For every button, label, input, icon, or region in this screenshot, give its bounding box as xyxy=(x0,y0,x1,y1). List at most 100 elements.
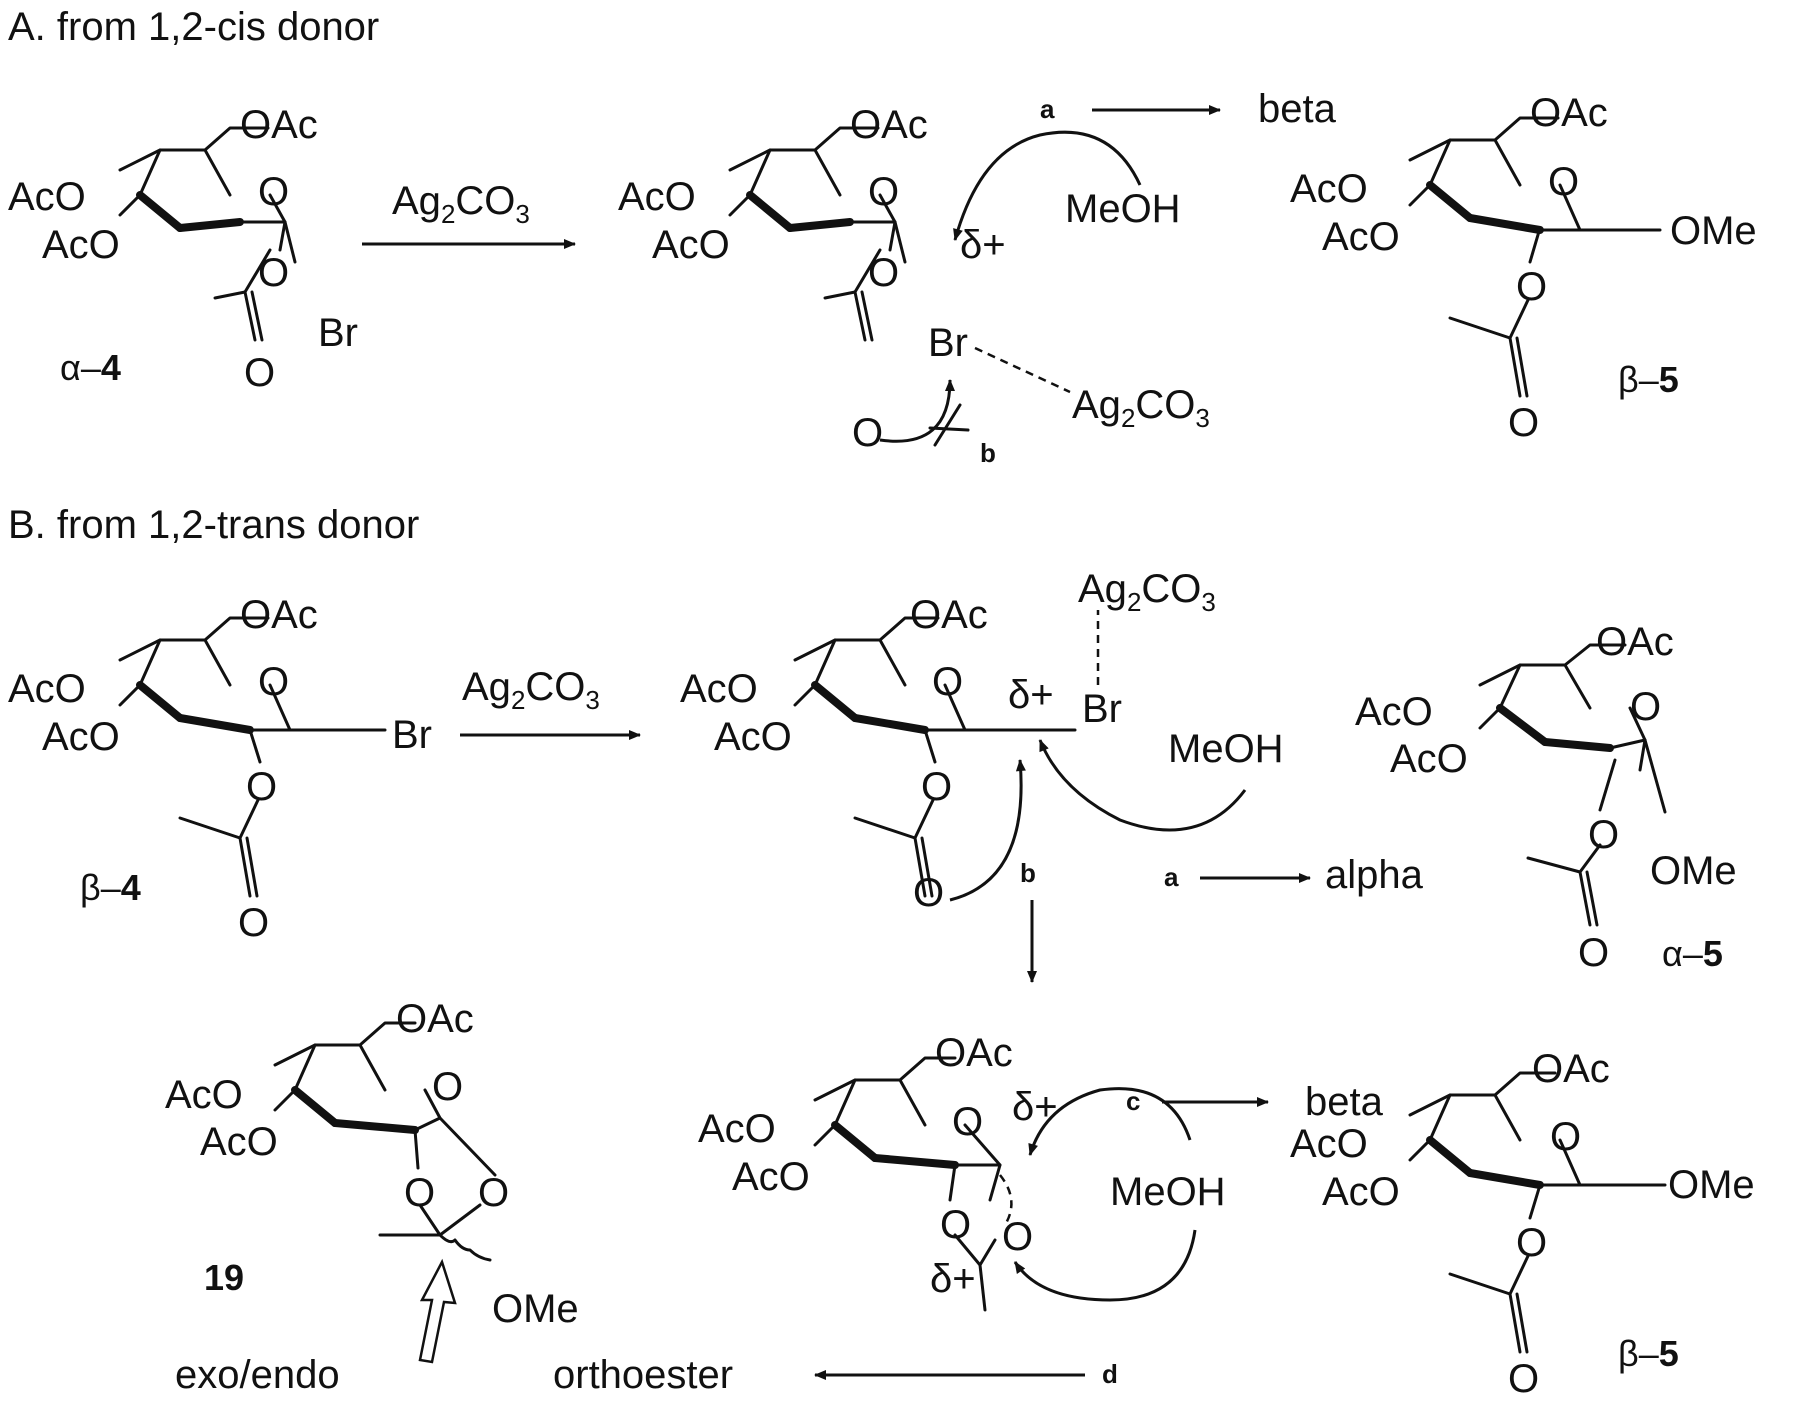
alpha-5-product: O OAc AcO AcO O O OMe α–5 xyxy=(1355,620,1737,975)
o-2: O xyxy=(1516,265,1547,309)
oac-6: OAc xyxy=(1532,1047,1610,1091)
path-d-label: d xyxy=(1102,1359,1118,1389)
aco-4: AcO xyxy=(1290,167,1368,211)
oac-6: OAc xyxy=(396,997,474,1041)
ring-o-1: O xyxy=(478,1171,509,1215)
meoh-attack-arrow-a xyxy=(953,130,1142,241)
aco-4: AcO xyxy=(680,667,758,711)
aco-3: AcO xyxy=(652,223,730,267)
reagent-ag2co3: Ag2CO3 xyxy=(1078,567,1216,617)
anomeric-br: Br xyxy=(318,311,358,355)
outcome-exo-endo: exo/endo xyxy=(175,1353,340,1397)
anomeric-ome: OMe xyxy=(1668,1163,1755,1207)
neighboring-attack-arrow xyxy=(949,759,1026,902)
oac-6: OAc xyxy=(1596,620,1674,664)
dioxolenium-intermediate: O OAc AcO AcO O O δ+ δ+ MeOH c beta d or… xyxy=(553,1031,1384,1397)
ring-oxygen: O xyxy=(1548,160,1579,204)
oac-6: OAc xyxy=(910,593,988,637)
aco-3: AcO xyxy=(1322,1170,1400,1214)
ring-oxygen: O xyxy=(1550,1115,1581,1159)
beta-5-product-b: O OAc AcO AcO O O OMe β–5 xyxy=(1290,1047,1755,1401)
aco-3: AcO xyxy=(42,715,120,759)
ring-oxygen: O xyxy=(1630,685,1661,729)
compound-label-beta-5-b: β–5 xyxy=(1618,1333,1679,1374)
compound-label-alpha-5: α–5 xyxy=(1662,933,1723,974)
carbonyl-o: O xyxy=(1508,401,1539,445)
aco-3: AcO xyxy=(200,1120,278,1164)
aco-3: AcO xyxy=(714,715,792,759)
carbonyl-o: O xyxy=(852,411,883,455)
compound-label-beta-4: β–4 xyxy=(80,867,141,908)
oac-6: OAc xyxy=(850,103,928,147)
ring-oxygen: O xyxy=(868,170,899,214)
beta-4-donor-structure: O OAc AcO AcO O O Br β–4 xyxy=(8,593,432,945)
o-2: O xyxy=(258,251,289,295)
compound-label-19: 19 xyxy=(204,1257,244,1298)
intermediate-b-structure: O OAc AcO AcO O O δ+ Br Ag2CO3 MeOH b a … xyxy=(680,567,1424,983)
oac-6: OAc xyxy=(935,1031,1013,1075)
path-b-label-a: b xyxy=(980,438,996,468)
ring-oxygen: O xyxy=(932,660,963,704)
intermediate-a-structure: O OAc AcO AcO O O δ+ Br Ag2CO3 b MeOH a … xyxy=(618,87,1337,468)
ring-o-2: O xyxy=(940,1203,971,1247)
reagent-ag2co3-a: Ag2CO3 xyxy=(392,179,530,229)
reagent-ag2co3-b: Ag2CO3 xyxy=(462,665,600,715)
oac-6: OAc xyxy=(1530,91,1608,135)
o-2: O xyxy=(868,251,899,295)
path-b-label-b: b xyxy=(1020,858,1036,888)
meoh-c: MeOH xyxy=(1110,1170,1226,1214)
beta-5-product-a: O OAc AcO AcO O O OMe β–5 xyxy=(1290,91,1757,445)
o-2: O xyxy=(921,765,952,809)
outcome-alpha: alpha xyxy=(1325,853,1424,897)
aco-4: AcO xyxy=(1290,1122,1368,1166)
blocked-cross xyxy=(928,403,970,447)
o-2: O xyxy=(1516,1221,1547,1265)
meoh-attack-arrow-c xyxy=(1028,1087,1192,1156)
anomeric-ome: OMe xyxy=(1670,209,1757,253)
carbonyl-o: O xyxy=(1578,931,1609,975)
aco-3: AcO xyxy=(42,223,120,267)
oac-6: OAc xyxy=(240,593,318,637)
carbonyl-o: O xyxy=(244,351,275,395)
aco-4: AcO xyxy=(8,175,86,219)
path-a-label-b: a xyxy=(1164,862,1179,892)
carbonyl-o: O xyxy=(913,871,944,915)
outcome-beta-a: beta xyxy=(1258,87,1337,131)
orthoester-19: O OAc AcO AcO O O OMe 19 exo/endo xyxy=(165,997,579,1397)
aco-4: AcO xyxy=(165,1073,243,1117)
section-a-header: A. from 1,2-cis donor xyxy=(8,5,379,49)
delta-plus: δ+ xyxy=(1012,1085,1058,1129)
anomeric-br: Br xyxy=(392,713,432,757)
o-2: O xyxy=(1588,813,1619,857)
aco-4: AcO xyxy=(8,667,86,711)
aco-3: AcO xyxy=(1322,215,1400,259)
aco-3: AcO xyxy=(732,1155,810,1199)
carbonyl-o: O xyxy=(238,901,269,945)
aco-4: AcO xyxy=(698,1107,776,1151)
anomeric-ome: OMe xyxy=(1650,849,1737,893)
anomeric-br: Br xyxy=(1082,687,1122,731)
ring-o-2: O xyxy=(404,1171,435,1215)
o-2: O xyxy=(246,765,277,809)
ring-oxygen: O xyxy=(952,1100,983,1144)
ring-wedge-bond xyxy=(136,191,184,232)
outcome-orthoester: orthoester xyxy=(553,1353,733,1397)
compound-label-beta-5-a: β–5 xyxy=(1618,359,1679,400)
reagent-ag2co3: Ag2CO3 xyxy=(1072,383,1210,433)
path-a-label-a: a xyxy=(1040,94,1055,124)
delta-plus: δ+ xyxy=(930,1257,976,1301)
delta-plus: δ+ xyxy=(1008,673,1054,717)
ring-oxygen: O xyxy=(258,660,289,704)
exo-endo-pointer xyxy=(418,1258,457,1364)
compound-label-alpha-4: α–4 xyxy=(60,347,121,388)
br-ag-interaction xyxy=(974,346,1071,394)
ortho-ome: OMe xyxy=(492,1287,579,1331)
outcome-beta-c: beta xyxy=(1305,1080,1384,1124)
alpha-4-donor-structure: O OAc AcO AcO O O Br α–4 xyxy=(8,103,358,395)
anomeric-br: Br xyxy=(928,321,968,365)
ring-oxygen: O xyxy=(432,1065,463,1109)
delta-plus: δ+ xyxy=(960,223,1006,267)
section-b-header: B. from 1,2-trans donor xyxy=(8,503,419,547)
blocked-path-b-arrow xyxy=(879,379,955,443)
